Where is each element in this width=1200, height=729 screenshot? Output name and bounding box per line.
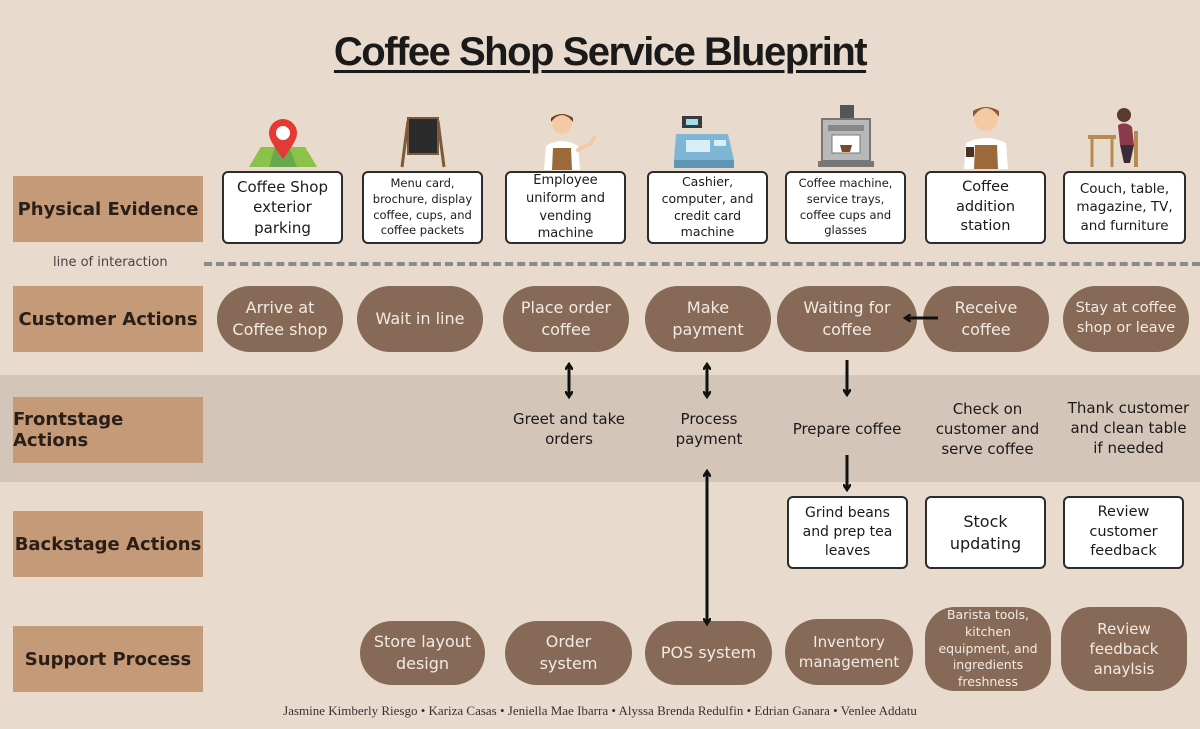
physical-evidence-card: Cashier, computer, and credit card machi…: [647, 171, 768, 244]
credits: Jasmine Kimberly Riesgo • Kariza Casas •…: [283, 703, 917, 718]
frontstage-action: Greet and take orders: [512, 409, 625, 448]
reading-person-icon: [1088, 108, 1138, 167]
row-label-physical: Physical Evidence: [13, 176, 203, 242]
row-label-backstage: Backstage Actions: [13, 511, 203, 577]
physical-evidence-card: Couch, table, magazine, TV, and furnitur…: [1063, 171, 1186, 244]
row-label-customer: Customer Actions: [13, 286, 203, 352]
physical-evidence-card: Coffee machine, service trays, coffee cu…: [785, 171, 906, 244]
frontstage-action: Thank customer and clean table if needed: [1067, 398, 1190, 458]
line-of-interaction-label: line of interaction: [53, 255, 168, 270]
row-label-support: Support Process: [13, 626, 203, 692]
frontstage-action: Prepare coffee: [792, 419, 902, 438]
chalkboard-icon: [400, 117, 446, 168]
customer-action-pill: Place order coffee: [503, 286, 629, 352]
support-process-pill: Review feedback anaylsis: [1061, 607, 1187, 691]
physical-evidence-card: Coffee Shop exterior parking: [222, 171, 343, 244]
customer-action-pill: Arrive at Coffee shop: [217, 286, 343, 352]
customer-action-pill: Waiting for coffee: [777, 286, 917, 352]
customer-action-pill: Wait in line: [357, 286, 483, 352]
support-process-pill: POS system: [645, 621, 772, 685]
frontstage-action: Check on customer and serve coffee: [935, 399, 1040, 459]
support-process-pill: Order system: [505, 621, 632, 685]
backstage-action-card: Stock updating: [925, 496, 1046, 569]
support-process-pill: Barista tools, kitchen equipment, and in…: [925, 607, 1051, 691]
line-of-interaction: [204, 262, 1200, 266]
physical-evidence-card: Coffee addition station: [925, 171, 1046, 244]
customer-action-pill: Make payment: [645, 286, 771, 352]
cash-register-icon: [674, 116, 734, 168]
backstage-action-card: Grind beans and prep tea leaves: [787, 496, 908, 569]
page-title: Coffee Shop Service Blueprint: [333, 30, 868, 74]
support-process-pill: Inventory management: [785, 619, 913, 685]
customer-action-pill: Receive coffee: [923, 286, 1049, 352]
customer-action-pill: Stay at coffee shop or leave: [1063, 286, 1189, 352]
row-label-frontstage: Frontstage Actions: [13, 397, 203, 463]
barista-icon: [544, 114, 596, 170]
physical-evidence-card: Employee uniform and vending machine: [505, 171, 626, 244]
frontstage-action: Process payment: [675, 409, 743, 448]
backstage-action-card: Review customer feedback: [1063, 496, 1184, 569]
physical-evidence-card: Menu card, brochure, display coffee, cup…: [362, 171, 483, 244]
map-pin-icon: [249, 119, 317, 167]
support-process-pill: Store layout design: [360, 621, 485, 685]
espresso-machine-icon: [818, 105, 874, 167]
barista-cup-icon: [964, 107, 1008, 169]
